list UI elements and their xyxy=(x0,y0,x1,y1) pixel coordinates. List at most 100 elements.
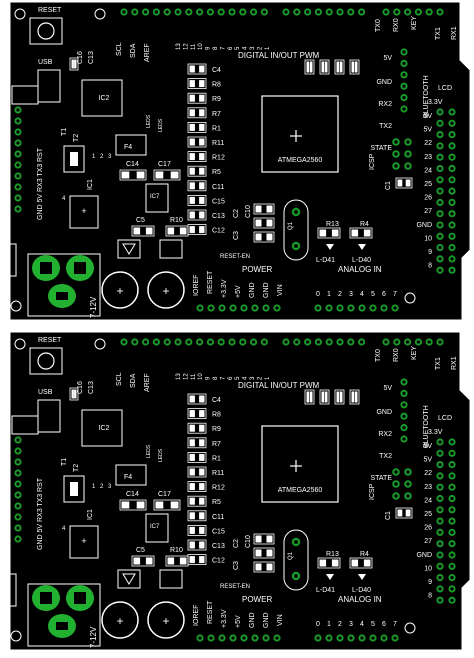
smd-pad xyxy=(354,391,358,403)
resistor-part xyxy=(187,524,207,536)
aref-label: AREF xyxy=(144,373,151,392)
resistor-part xyxy=(187,107,207,119)
pin-hole xyxy=(275,306,279,310)
pin-hole xyxy=(187,10,191,14)
pin-hole xyxy=(294,540,298,544)
resistor-label: C11 xyxy=(212,514,224,521)
pin-hole xyxy=(176,340,180,344)
resistor-part xyxy=(187,165,207,177)
q1-label: Q1 xyxy=(288,221,294,230)
pin-3-label: 3 xyxy=(108,484,112,490)
cap-electrolytic xyxy=(147,271,185,309)
pin-hole xyxy=(209,636,213,640)
pin-hole xyxy=(371,636,375,640)
bt-gnd-label: GND xyxy=(376,409,392,416)
f4-outline xyxy=(115,134,147,156)
resistor-label: C4 xyxy=(212,397,221,404)
icsp-label: ICSP xyxy=(369,483,376,500)
pin-hole xyxy=(450,245,454,250)
analog-pin-number: 6 xyxy=(382,291,386,298)
ioref-label: IOREF xyxy=(193,605,200,626)
c13-label: C13 xyxy=(88,51,95,64)
pin-hole xyxy=(416,340,421,344)
rx0-label: RX0 xyxy=(393,348,400,362)
mount-hole xyxy=(94,8,106,20)
left-header-label: GND 5V RX3 TX3 xyxy=(37,494,44,550)
pin-hole xyxy=(438,132,442,137)
c14-part xyxy=(119,169,147,181)
cap-plus: + xyxy=(116,284,123,298)
pin-hole xyxy=(16,438,20,442)
smd-pad xyxy=(319,559,327,567)
smd-pad xyxy=(199,65,205,73)
pin-hole xyxy=(327,636,331,640)
digital-pin-number: 13 xyxy=(176,373,182,380)
pin-hole xyxy=(16,174,20,178)
smd-pad xyxy=(170,501,179,509)
smd-pad xyxy=(155,501,164,509)
top-smd xyxy=(319,59,330,75)
cap-plus: + xyxy=(162,614,169,628)
smd-pad xyxy=(266,205,273,213)
ic7-label: IC7 xyxy=(150,524,160,530)
mount-hole xyxy=(404,622,416,634)
gnd1-label: GND xyxy=(249,612,256,628)
tx1-label: TX1 xyxy=(435,27,442,40)
resistor-label: R12 xyxy=(212,155,225,162)
digital-pin-number: 8 xyxy=(213,46,219,50)
ld41-label: L-D41 xyxy=(316,587,335,594)
pin-hole xyxy=(438,144,442,148)
pin-hole xyxy=(438,451,442,455)
smd-pad xyxy=(199,468,205,476)
pin-hole xyxy=(450,519,454,523)
pin-hole xyxy=(316,10,321,14)
resistor-label: R8 xyxy=(212,412,221,419)
smd-pad xyxy=(363,229,371,237)
pin-hole xyxy=(16,163,20,167)
analog-pin-number: 1 xyxy=(327,291,331,298)
gnd1-label: GND xyxy=(249,282,256,298)
smd-pad xyxy=(199,424,205,432)
c1-label: C1 xyxy=(385,181,392,190)
resistor-part xyxy=(187,194,207,206)
usb-jack xyxy=(11,85,39,105)
mount-hole xyxy=(14,8,26,20)
pin-hole xyxy=(251,10,256,14)
pin-hole xyxy=(450,564,454,568)
smd-pad xyxy=(189,424,195,432)
smd-pad xyxy=(336,391,340,403)
pin-hole xyxy=(450,155,454,159)
ic7-outline xyxy=(145,183,169,213)
rst-label: RST xyxy=(37,147,44,162)
right-header-label: 8 xyxy=(428,263,432,270)
pin-hole xyxy=(427,340,431,344)
diode-symbol xyxy=(122,573,136,585)
pin-hole xyxy=(220,306,224,310)
vin-label: 7-12V xyxy=(89,296,98,318)
pin-hole xyxy=(133,340,137,344)
r10-label: R10 xyxy=(170,547,183,554)
right-header-label: 8 xyxy=(428,593,432,600)
cap-electrolytic xyxy=(147,601,185,639)
pin-hole xyxy=(338,10,342,14)
digital-pin-number: 2 xyxy=(257,46,263,50)
smd-pad xyxy=(199,526,205,534)
pin-hole xyxy=(219,10,223,14)
diode-outline xyxy=(117,239,141,259)
resistor-part xyxy=(187,437,207,449)
cap-part xyxy=(253,231,275,243)
pin-hole xyxy=(209,306,213,310)
pin-hole xyxy=(208,10,213,14)
smd-pad xyxy=(189,138,195,146)
smd-pad xyxy=(71,59,74,69)
reset-switch-outline xyxy=(29,347,63,375)
pin-hole xyxy=(16,526,20,530)
resistor-label: C12 xyxy=(212,228,225,235)
smd-pad xyxy=(331,229,339,237)
pin-hole xyxy=(197,10,202,14)
resistor-part xyxy=(187,122,207,133)
digital-pin-number: 8 xyxy=(213,376,219,380)
pin-hole xyxy=(394,152,398,156)
pin-hole xyxy=(231,636,235,640)
analog-pin-number: 6 xyxy=(382,621,386,628)
